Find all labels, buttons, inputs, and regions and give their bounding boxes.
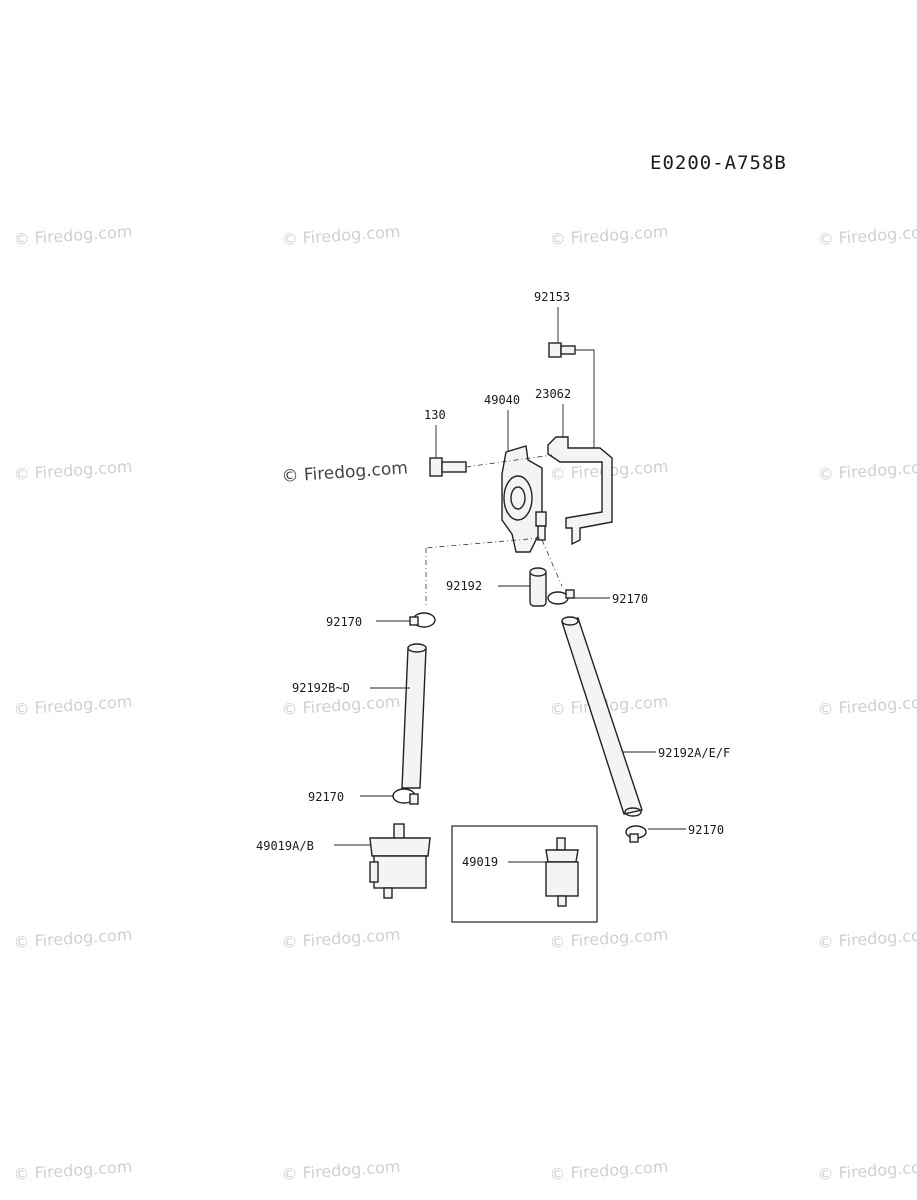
drawing-code: E0200-A758B (650, 152, 787, 174)
fuel-pump-49040 (501, 410, 547, 553)
label-23062: 23062 (535, 387, 571, 401)
watermark-grid: © Firedog.com © Firedog.com © Firedog.co… (13, 222, 917, 1184)
clamp-92170-lower-right (625, 825, 686, 843)
connection-line (541, 539, 563, 587)
watermark: © Firedog.com (281, 1157, 401, 1184)
hose-92192b-d (370, 643, 427, 789)
watermark: © Firedog.com (817, 1157, 917, 1184)
label-92192b-d: 92192B~D (292, 681, 350, 695)
label-92192: 92192 (446, 579, 482, 593)
watermark: © Firedog.com (549, 1157, 669, 1184)
label-130: 130 (424, 408, 446, 422)
label-92170-upper-left: 92170 (326, 615, 362, 629)
label-49019a-b: 49019A/B (256, 839, 314, 853)
clamp-92170-upper-left (376, 612, 436, 628)
watermark: © Firedog.com (13, 925, 133, 952)
label-49019: 49019 (462, 855, 498, 869)
watermark: © Firedog.com (549, 222, 669, 249)
watermark: © Firedog.com (13, 692, 133, 719)
clamp-92170-lower-left (360, 788, 419, 805)
fuel-filter-49019a-b (334, 823, 431, 899)
watermark: © Firedog.com (13, 1157, 133, 1184)
watermark: © Firedog.com (549, 925, 669, 952)
watermark-main: © Firedog.com (281, 458, 409, 487)
label-92153: 92153 (534, 290, 570, 304)
hose-92192a-e-f (561, 616, 656, 817)
watermark: © Firedog.com (281, 692, 401, 719)
watermark: © Firedog.com (13, 457, 133, 484)
clamp-92170-upper-right (547, 589, 610, 605)
bolt-130 (429, 425, 553, 477)
watermark: © Firedog.com (281, 222, 401, 249)
label-49040: 49040 (484, 393, 520, 407)
bracket-23062 (547, 404, 613, 546)
watermark: © Firedog.com (817, 925, 917, 952)
label-92170-lower-right: 92170 (688, 823, 724, 837)
bolt-92153 (548, 307, 595, 448)
watermark: © Firedog.com (13, 222, 133, 249)
label-92170-lower-left: 92170 (308, 790, 344, 804)
label-92192a-e-f: 92192A/E/F (658, 746, 730, 760)
label-92170-upper-right: 92170 (612, 592, 648, 606)
watermark: © Firedog.com (817, 222, 917, 249)
hose-92192 (498, 567, 547, 607)
inset-box (451, 825, 598, 923)
watermark: © Firedog.com (281, 925, 401, 952)
watermark: © Firedog.com (817, 457, 917, 484)
watermark: © Firedog.com (817, 692, 917, 719)
